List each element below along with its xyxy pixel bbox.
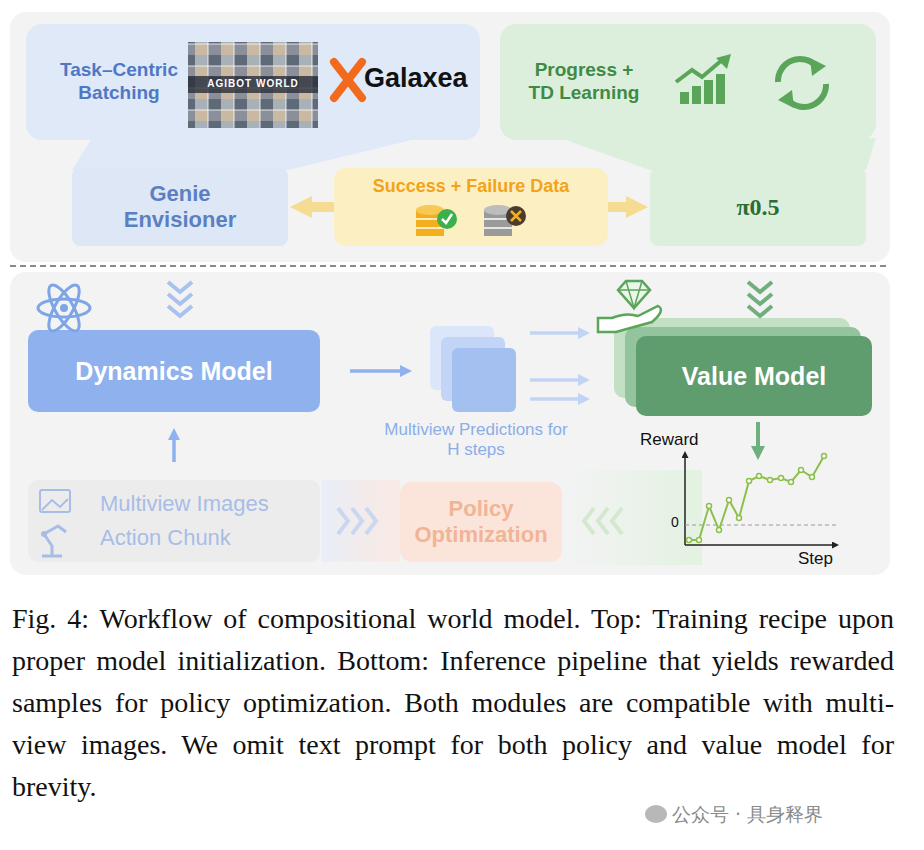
node-text: Task–Centric Batching (44, 59, 194, 105)
reward-point (707, 504, 712, 509)
reward-point (779, 476, 784, 481)
top-panel (10, 12, 890, 262)
down-chevron (748, 282, 772, 292)
dynamics-model-box: Dynamics Model (28, 330, 320, 412)
watermark: 公众号 · 具身释界 (672, 802, 823, 828)
y-axis (684, 458, 686, 545)
reward-point (768, 478, 773, 483)
down-chevron (168, 282, 192, 292)
dataset-name: AGIBOT WORLD (188, 78, 318, 89)
left-chevron (584, 508, 594, 534)
reward-curve (689, 456, 824, 540)
down-chevron (748, 306, 772, 316)
reward-point (810, 475, 815, 480)
reward-point (727, 498, 732, 503)
down-chevron (748, 294, 772, 304)
wechat-icon (645, 805, 667, 823)
robot-arm-icon (41, 531, 47, 537)
node-text: Action Chunk (100, 525, 315, 551)
reward-point (687, 538, 692, 543)
prediction-stack: Multiview Predictions for H steps (452, 348, 516, 412)
failure-database (484, 227, 512, 229)
axis-tick: 0 (671, 514, 679, 530)
green-fade (562, 470, 702, 565)
bar-icon (716, 74, 725, 104)
axis-title: Step (798, 549, 833, 569)
reward-point (747, 479, 752, 484)
blue-funnel (72, 138, 420, 170)
cross-badge (506, 206, 526, 226)
bar-icon (704, 80, 713, 104)
bottom-panel (10, 272, 890, 575)
check-mark (442, 214, 452, 223)
down-chevron (168, 294, 192, 304)
divider-line (10, 265, 890, 267)
flow-arrow (350, 369, 400, 373)
data-box: Success + Failure Data (334, 168, 608, 246)
axis-title: Reward (640, 430, 699, 450)
node-text: Multiview Predictions for H steps (380, 420, 572, 461)
reward-point (799, 468, 804, 473)
prediction-arrow (530, 331, 578, 335)
zero-line (685, 525, 836, 526)
down-chevron (168, 306, 192, 316)
flow-arrow (312, 202, 334, 212)
node-text: π0.5 (658, 193, 858, 222)
gem-icon (618, 281, 650, 308)
x-axis (685, 544, 832, 546)
flow-arrow (530, 378, 578, 382)
blue-fade (322, 480, 400, 562)
right-chevron (338, 508, 348, 534)
objective-box: Progress + TD Learning (500, 24, 876, 140)
prediction-arrow (530, 397, 578, 401)
reward-point (757, 474, 762, 479)
left-chevron (598, 508, 608, 534)
node-text: Dynamics Model (34, 356, 314, 386)
atom-icon (38, 299, 90, 317)
model-init-box: Genie Envisioner (72, 168, 288, 246)
green-funnel (560, 138, 876, 170)
success-database (416, 227, 444, 229)
reward-points (687, 454, 827, 543)
reward-arrow (756, 422, 760, 446)
reward-point (717, 528, 722, 533)
left-chevron (612, 508, 622, 534)
reward-point (697, 538, 702, 543)
right-chevron (366, 508, 376, 534)
brand-name: Galaxea (364, 63, 468, 94)
gem-icon (618, 281, 650, 308)
reward-point (822, 454, 827, 459)
policy-box: Policy Optimization (400, 482, 562, 562)
node-text: Multiview Images (100, 491, 315, 517)
mosaic-band (188, 76, 318, 93)
node-text: Progress + TD Learning (520, 59, 648, 105)
input-box: Multiview ImagesAction Chunk (28, 480, 320, 562)
node-text: Value Model (644, 361, 864, 391)
dataset-mosaic (188, 42, 318, 128)
reward-point (737, 516, 742, 521)
flow-arrow (172, 440, 176, 462)
check-badge (437, 209, 457, 229)
atom-icon (60, 304, 68, 312)
model-init-box: π0.5 (650, 168, 866, 246)
bar-icon (680, 92, 689, 104)
node-text: Policy Optimization (406, 496, 556, 549)
cross-mark (511, 211, 521, 221)
value-model-box: Value Model (636, 336, 872, 416)
hand-icon (598, 306, 661, 332)
flow-arrow (608, 202, 626, 212)
atom-icon (43, 281, 85, 335)
right-chevron (352, 508, 362, 534)
reward-point (789, 480, 794, 485)
node-text: Genie Envisioner (115, 181, 245, 234)
figure-caption: Fig. 4: Workflow of compositional world … (12, 598, 894, 808)
bar-icon (692, 86, 701, 104)
node-text: Success + Failure Data (341, 176, 601, 198)
atom-icon (43, 281, 85, 335)
